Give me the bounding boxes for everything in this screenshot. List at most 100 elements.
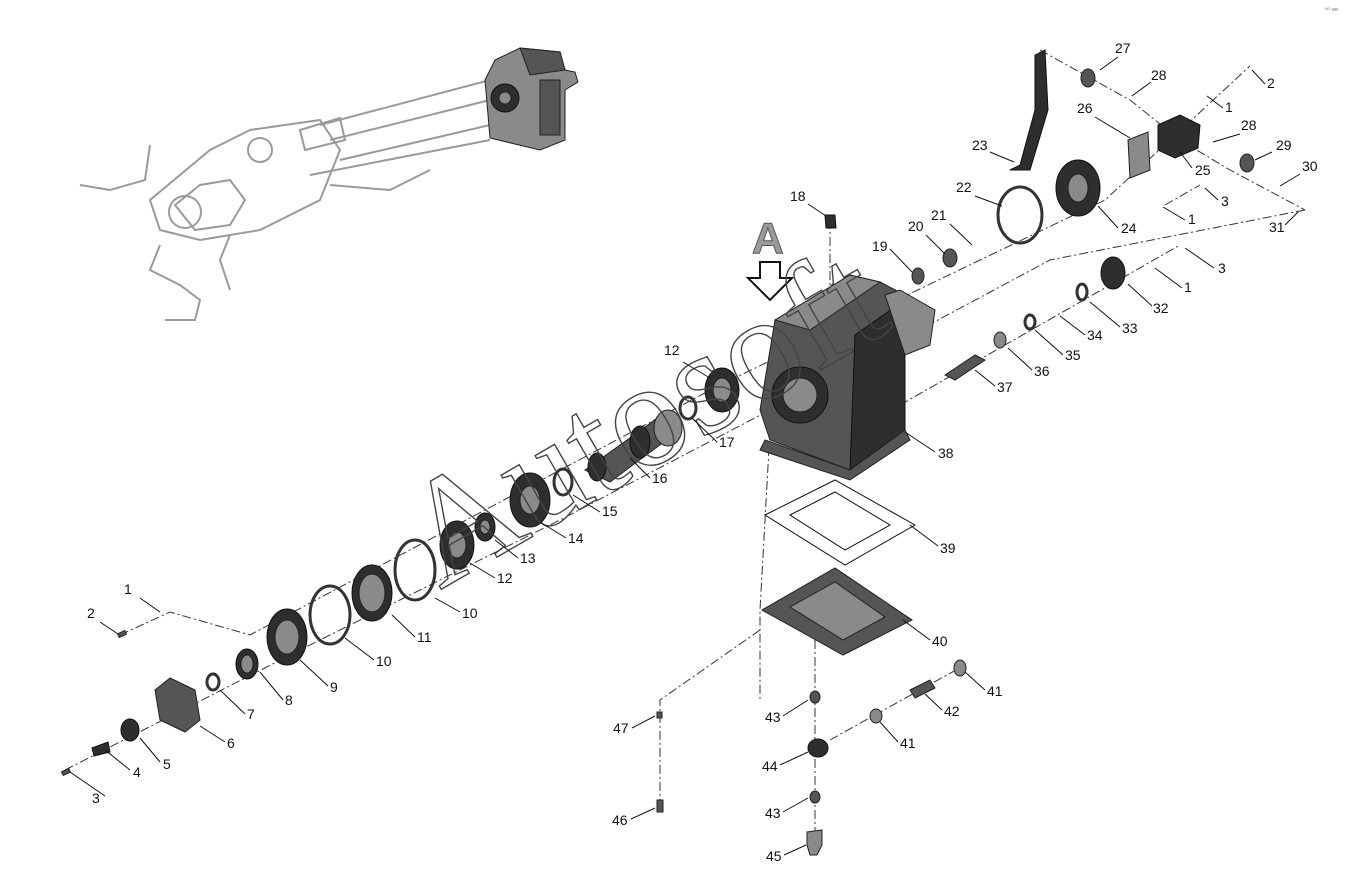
callout-12: 12 (664, 342, 680, 358)
leader-line (1131, 81, 1152, 97)
leader-line (630, 807, 656, 820)
callout-30: 30 (1302, 158, 1318, 174)
callout-38: 38 (938, 445, 954, 461)
callout-21: 21 (931, 207, 947, 223)
callout-24: 24 (1121, 220, 1137, 236)
leader-line (139, 597, 161, 613)
callout-37: 37 (997, 379, 1013, 395)
leader-line (391, 614, 416, 638)
down-arrow-icon (745, 261, 795, 302)
callout-25: 25 (1195, 162, 1211, 178)
leader-line (782, 797, 809, 813)
view-letter: A (752, 214, 784, 263)
leader-line (989, 151, 1015, 163)
callout-31: 31 (1269, 219, 1285, 235)
callout-17: 17 (719, 434, 735, 450)
housing-gasket (763, 479, 917, 566)
callout-18: 18 (790, 188, 806, 204)
leader-line (691, 417, 718, 443)
callout-32: 32 (1153, 300, 1169, 316)
callout-3: 3 (1221, 193, 1229, 209)
callout-14: 14 (568, 530, 584, 546)
callout-36: 36 (1034, 363, 1050, 379)
leader-line (69, 771, 106, 797)
leader-line (572, 494, 601, 513)
leader-line (434, 597, 461, 613)
transmission-housing (759, 274, 936, 481)
leader-line (1204, 187, 1219, 201)
leader-line (539, 521, 567, 539)
callout-41: 41 (987, 683, 1003, 699)
callout-19: 19 (872, 238, 888, 254)
callout-42: 42 (944, 703, 960, 719)
leader-line (782, 699, 809, 717)
leader-line (1206, 95, 1224, 109)
leader-line (1279, 173, 1301, 187)
right-side-parts (824, 49, 1255, 381)
leader-line (259, 671, 284, 701)
overview-inset (79, 47, 579, 321)
callout-28: 28 (1241, 117, 1257, 133)
callout-27: 27 (1115, 40, 1131, 56)
leader-line (807, 203, 827, 217)
bottom-parts (656, 659, 967, 856)
leader-line (1059, 315, 1086, 336)
callout-39: 39 (940, 540, 956, 556)
callout-8: 8 (285, 692, 293, 708)
leader-line (974, 195, 1003, 207)
leader-line (1097, 205, 1119, 229)
leader-line (494, 539, 519, 559)
callout-11: 11 (417, 629, 432, 645)
callout-35: 35 (1065, 347, 1081, 363)
leader-line (1127, 283, 1153, 307)
callout-12: 12 (497, 570, 513, 586)
leader-line (964, 671, 986, 691)
leader-line (1179, 151, 1193, 169)
callout-43: 43 (765, 709, 781, 725)
callout-22: 22 (956, 179, 972, 195)
leader-line (1251, 69, 1266, 85)
leader-line (1099, 56, 1119, 71)
callout-40: 40 (932, 633, 948, 649)
housing-cover (760, 567, 913, 656)
leader-line (469, 562, 496, 579)
leader-line (779, 751, 809, 766)
callout-29: 29 (1276, 137, 1292, 153)
leader-line (1284, 211, 1299, 226)
callout-4: 4 (133, 764, 141, 780)
leader-line (925, 234, 946, 255)
callout-16: 16 (652, 470, 668, 486)
callout-7: 7 (247, 706, 255, 722)
leader-line (1034, 329, 1064, 356)
callout-1: 1 (124, 581, 132, 597)
leader-line (1094, 116, 1131, 139)
leader-line (631, 715, 656, 729)
left-cover-parts (60, 538, 437, 777)
leader-line (1007, 347, 1033, 371)
leader-line (1254, 151, 1273, 161)
leader-line (139, 737, 161, 763)
leader-line (199, 725, 226, 743)
callout-26: 26 (1077, 100, 1093, 116)
leader-line (344, 637, 375, 661)
leader-line (1212, 133, 1241, 143)
leader-line (629, 457, 651, 479)
leader-line (1162, 206, 1186, 221)
callout-10: 10 (462, 605, 478, 621)
leader-line (1089, 301, 1121, 328)
leader-line (904, 431, 936, 453)
leader-line (219, 689, 246, 715)
callout-2: 2 (1267, 75, 1275, 91)
callout-23: 23 (972, 137, 988, 153)
callout-45: 45 (766, 848, 782, 864)
leader-line (1184, 247, 1215, 269)
callout-1: 1 (1225, 99, 1233, 115)
leader-line (902, 619, 931, 641)
leader-line (949, 223, 973, 246)
callout-20: 20 (908, 218, 924, 234)
callout-labels: 1 1 1 1 2 2 3 3 3 4 5 6 7 8 9 10 10 11 1… (87, 40, 1318, 864)
leader-line (889, 248, 913, 273)
callout-33: 33 (1122, 320, 1138, 336)
leader-line (682, 361, 711, 379)
